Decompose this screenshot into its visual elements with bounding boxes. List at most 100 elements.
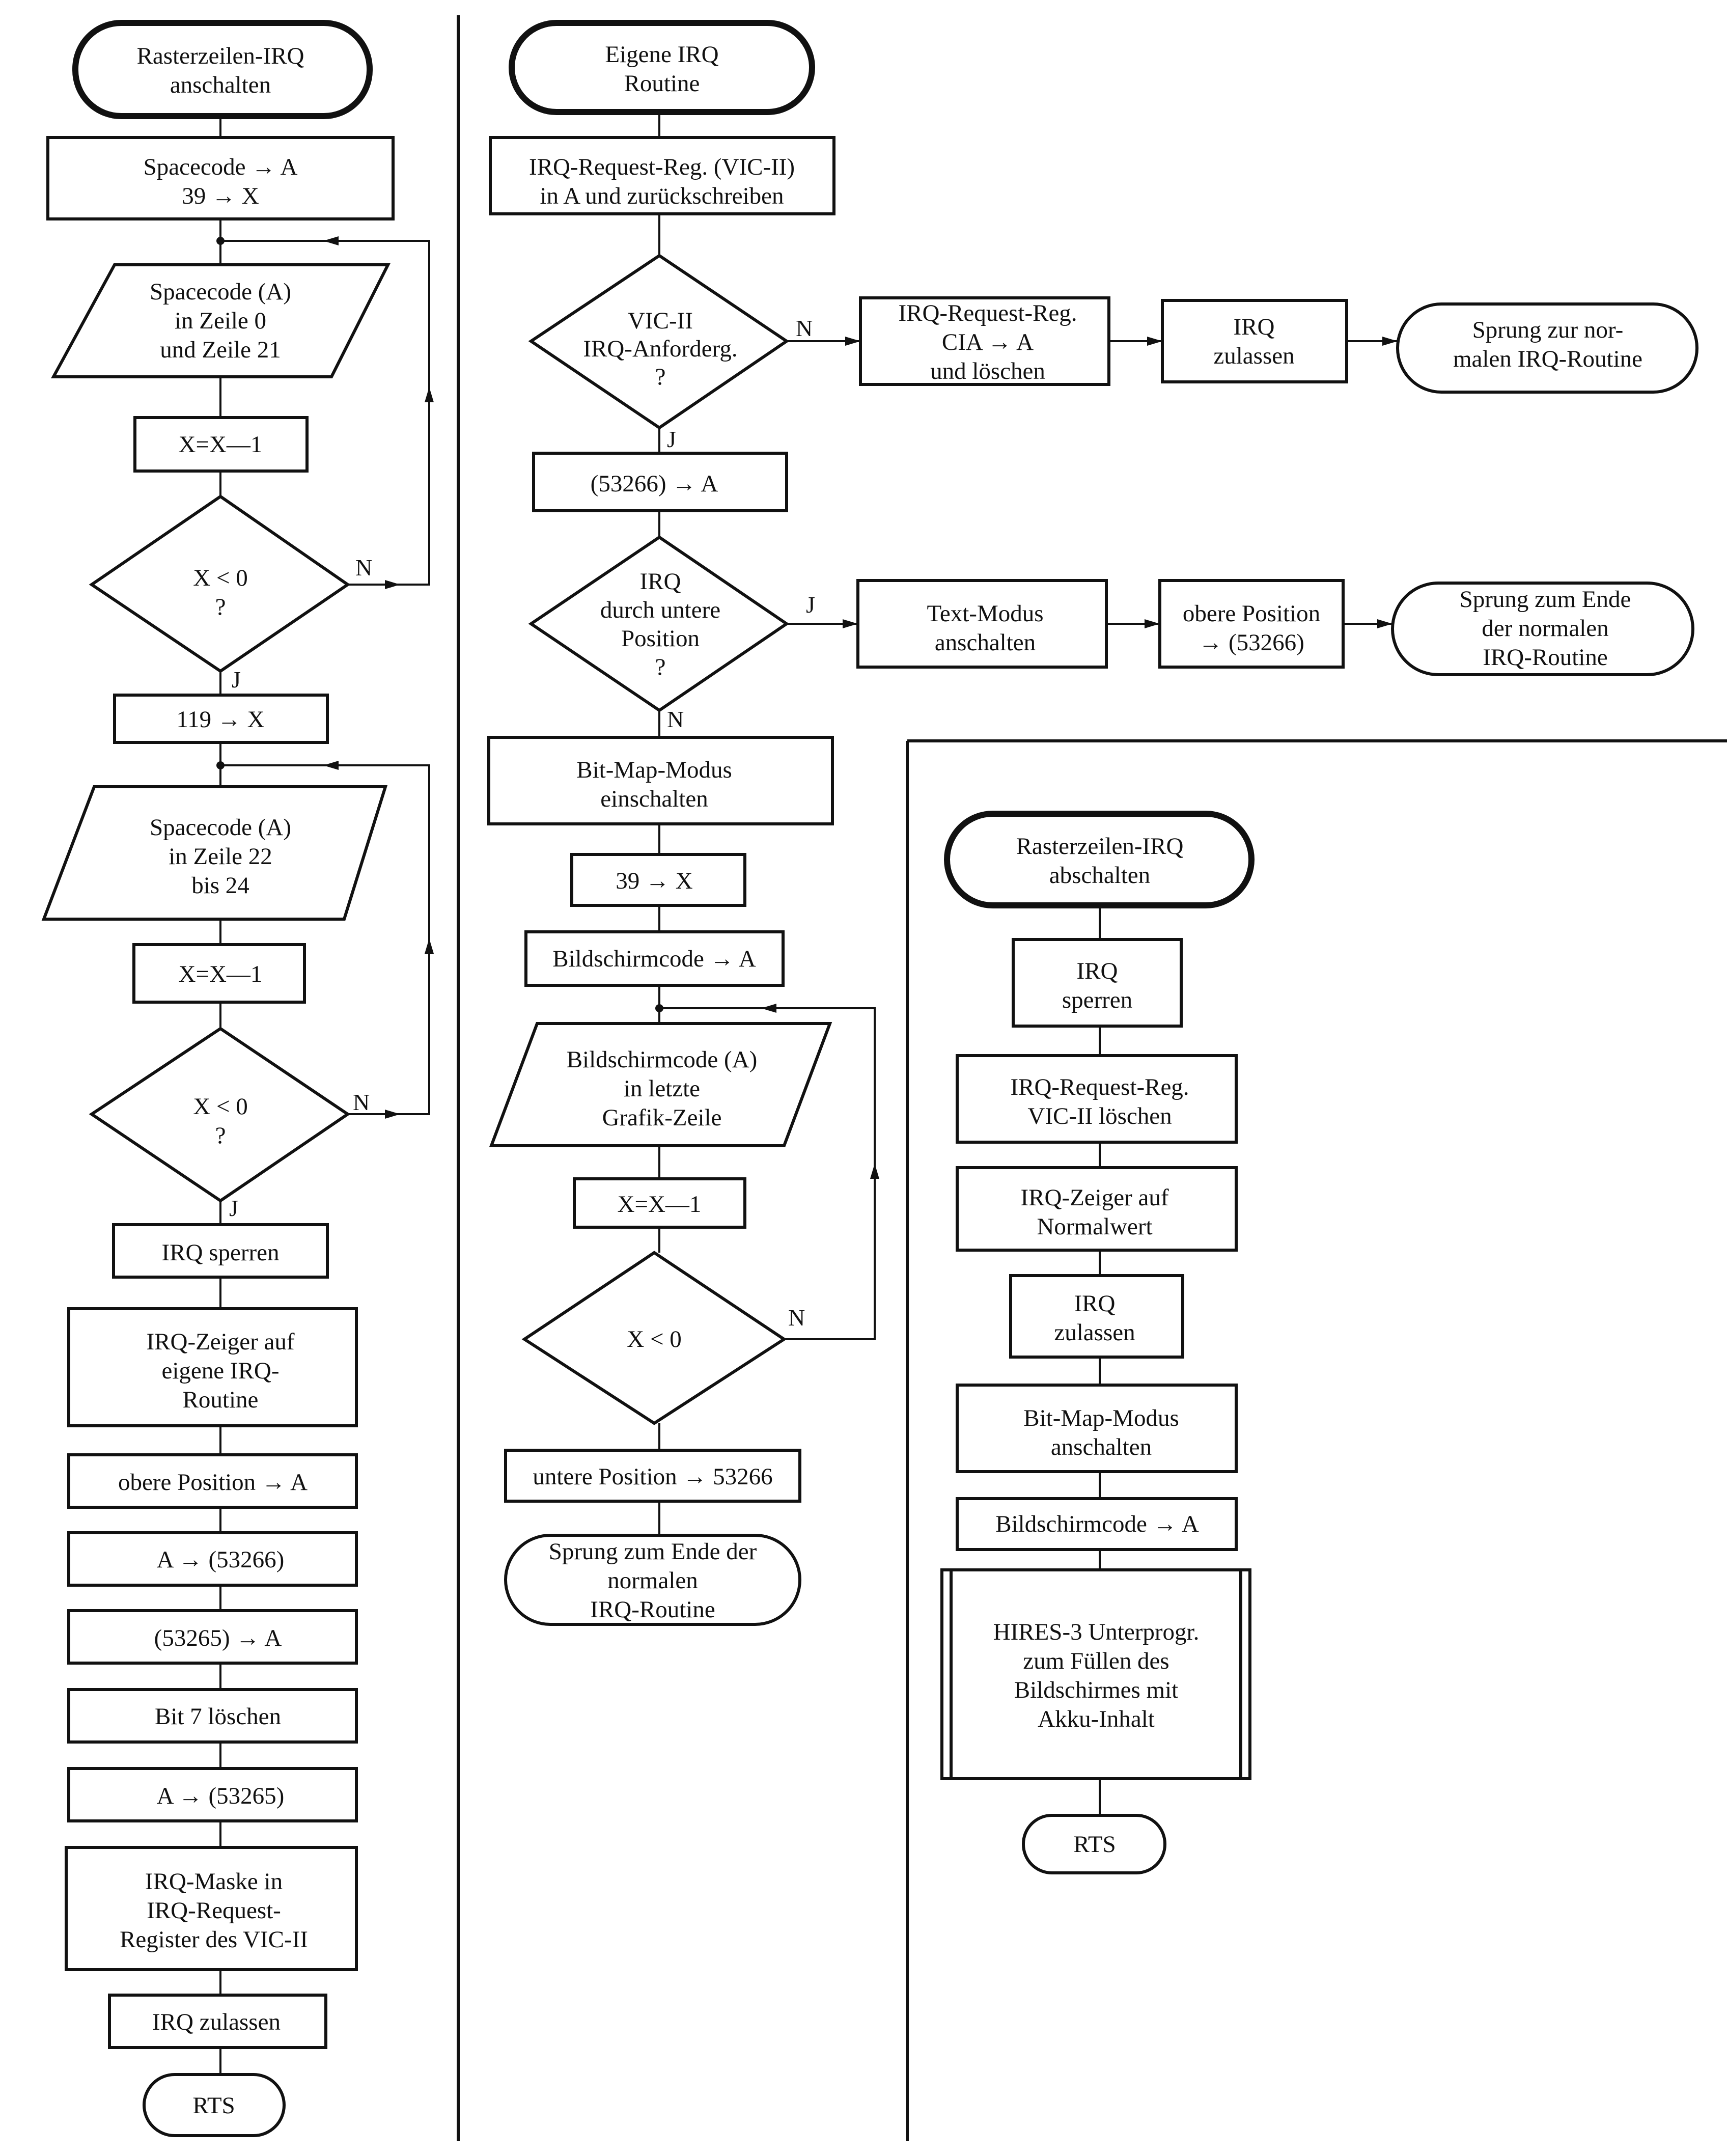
svg-text:Bildschirmcode (A): Bildschirmcode (A) (567, 1046, 758, 1073)
svg-text:IRQ sperren: IRQ sperren (161, 1239, 279, 1266)
flow1-box-irq-sperren-text: IRQ sperren (161, 1239, 279, 1266)
svg-text:normalen: normalen (607, 1567, 698, 1594)
flow3-subroutine-hires (940, 1568, 1251, 1780)
flow1-box-dec-2 (132, 943, 306, 1004)
flow2-sprung-ende-line1: Sprung zum Ende (1460, 586, 1631, 613)
flow1-zeiger-line3: Routine (183, 1387, 259, 1413)
svg-text:IRQ-Anforderg.: IRQ-Anforderg. (583, 336, 737, 362)
svg-text:X=X—1: X=X—1 (179, 431, 263, 458)
svg-text:Position: Position (621, 625, 700, 652)
flow1-box-a-to-53265 (67, 1767, 358, 1822)
flow3-box-sperren (1012, 938, 1183, 1028)
flow3-box-bitmap (956, 1384, 1238, 1473)
flow1-dec2-line1: X < 0 (193, 1093, 247, 1120)
flow2-cia-line3: und löschen (930, 358, 1045, 384)
flow1-io2-line2: in Zeile 22 (169, 843, 272, 870)
flow1-box-irq-zeiger (67, 1307, 358, 1427)
svg-text:Bildschirmcode → A: Bildschirmcode → A (552, 946, 756, 972)
svg-text:39 → X: 39 → X (616, 868, 693, 894)
flow1-maske-line1: IRQ-Maske in (145, 1868, 283, 1895)
flow3-loeschen-line2: VIC-II löschen (1027, 1103, 1172, 1129)
svg-text:Spacecode → A: Spacecode → A (144, 154, 298, 180)
flow2-dec-pos-line1: IRQ (640, 568, 681, 595)
flow1-box-init-line1: Spacecode → A (144, 154, 298, 180)
svg-text:untere Position → 53266: untere Position → 53266 (533, 1463, 772, 1490)
svg-text:CIA → A: CIA → A (942, 329, 1034, 355)
svg-text:?: ? (655, 654, 666, 680)
svg-text:IRQ: IRQ (1234, 314, 1275, 340)
svg-text:Routine: Routine (183, 1387, 259, 1413)
svg-text:X < 0: X < 0 (627, 1326, 681, 1352)
flow3-hires-line4: Akku-Inhalt (1038, 1706, 1155, 1732)
svg-text:IRQ: IRQ (640, 568, 681, 595)
flow1-box-bit7 (67, 1688, 358, 1744)
flow1-decision-2 (89, 1027, 351, 1203)
flow3-hires-line2: zum Füllen des (1023, 1648, 1169, 1674)
flow2-io-line3: Grafik-Zeile (602, 1104, 722, 1131)
svg-text:Text-Modus: Text-Modus (927, 600, 1043, 627)
flow2-dec-vic-line2: IRQ-Anforderg. (583, 336, 737, 362)
flow1-box-dec-2-text: X=X—1 (179, 961, 263, 987)
svg-text:A → (53266): A → (53266) (157, 1546, 285, 1573)
svg-text:Bit-Map-Modus: Bit-Map-Modus (576, 757, 732, 783)
flow1-box-irq-maske (65, 1846, 358, 1971)
flow2-text-modus-line1: Text-Modus (927, 600, 1043, 627)
svg-text:A → (53265): A → (53265) (157, 1783, 285, 1809)
flow3-bitmap-line2: anschalten (1051, 1434, 1152, 1460)
svg-text:IRQ: IRQ (1074, 1290, 1116, 1317)
flow2-box-bildschirmcode-text: Bildschirmcode → A (552, 946, 756, 972)
flow1-box-irq-zulassen (108, 1994, 327, 2049)
flow2-bitmap-line2: einschalten (600, 786, 708, 812)
svg-text:IRQ-Request-Reg.: IRQ-Request-Reg. (898, 300, 1077, 326)
svg-text:RTS: RTS (192, 2092, 235, 2119)
flow3-start-terminator (944, 811, 1255, 908)
flow1-start-line1: Rasterzeilen-IRQ (137, 43, 304, 69)
flow2-decision-vic (528, 254, 790, 430)
flow2-dec-vic-line1: VIC-II (628, 308, 693, 334)
flow1-box-53265-to-a (67, 1609, 358, 1665)
svg-text:?: ? (215, 594, 226, 620)
flow1-connectors (216, 116, 434, 2075)
flow3-start-line1: Rasterzeilen-IRQ (1016, 833, 1184, 860)
flow2-start-line1: Eigene IRQ (605, 41, 718, 68)
svg-text:Bit-Map-Modus: Bit-Map-Modus (1023, 1405, 1179, 1431)
flow1-decision-1 (89, 494, 351, 673)
flow2-box-irq-zulassen (1161, 299, 1348, 383)
flow2-box-untere-position (504, 1449, 801, 1503)
flow3-zeiger-line1: IRQ-Zeiger auf (1021, 1184, 1169, 1211)
svg-text:in A und zurückschreiben: in A und zurückschreiben (540, 183, 784, 209)
flow1-dec2-line2: ? (215, 1122, 226, 1149)
flow2-io-bildschirmcode (489, 1022, 832, 1147)
flow3-box-zulassen (1009, 1274, 1184, 1359)
flow1-io-spacecode-2 (41, 785, 388, 921)
svg-text:Sprung zum Ende der: Sprung zum Ende der (549, 1538, 757, 1565)
flow2-box-dec-text: X=X—1 (618, 1191, 702, 1218)
flow2-dec-x-text: X < 0 (627, 1326, 681, 1352)
flow2-sprung-ende-line3: IRQ-Routine (1483, 644, 1607, 671)
svg-text:Normalwert: Normalwert (1037, 1213, 1152, 1240)
flow2-cia-line1: IRQ-Request-Reg. (898, 300, 1077, 326)
flow1-box-bit7-text: Bit 7 löschen (155, 1703, 281, 1730)
flow1-box-dec-1 (133, 416, 309, 473)
flow1-box-119-text: 119 → X (176, 706, 264, 733)
flow2-dec-vic-line3: ? (655, 364, 666, 390)
flow1-start-line2: anschalten (170, 72, 271, 98)
flow2-start-line2: Routine (624, 70, 700, 97)
flow2-dec-vic-yes-label: J (667, 426, 676, 452)
svg-text:119 → X: 119 → X (176, 706, 264, 733)
flow2-dec-pos-yes-label: J (806, 592, 815, 618)
svg-text:39 → X: 39 → X (182, 183, 259, 209)
flow3-sperren-line2: sperren (1062, 987, 1132, 1013)
flow1-box-obere-position (67, 1453, 358, 1509)
svg-text:?: ? (655, 364, 666, 390)
svg-text:sperren: sperren (1062, 987, 1132, 1013)
flow3-box-bildschirmcode-text: Bildschirmcode → A (995, 1511, 1199, 1537)
flow3-box-zeiger (956, 1166, 1238, 1252)
svg-text:Sprung zur nor-: Sprung zur nor- (1472, 317, 1624, 343)
flow2-box-dec (573, 1177, 746, 1229)
flow2-io-line1: Bildschirmcode (A) (567, 1046, 758, 1073)
flow2-dec-x-no-label: N (788, 1305, 805, 1331)
svg-text:Sprung zum Ende: Sprung zum Ende (1460, 586, 1631, 613)
